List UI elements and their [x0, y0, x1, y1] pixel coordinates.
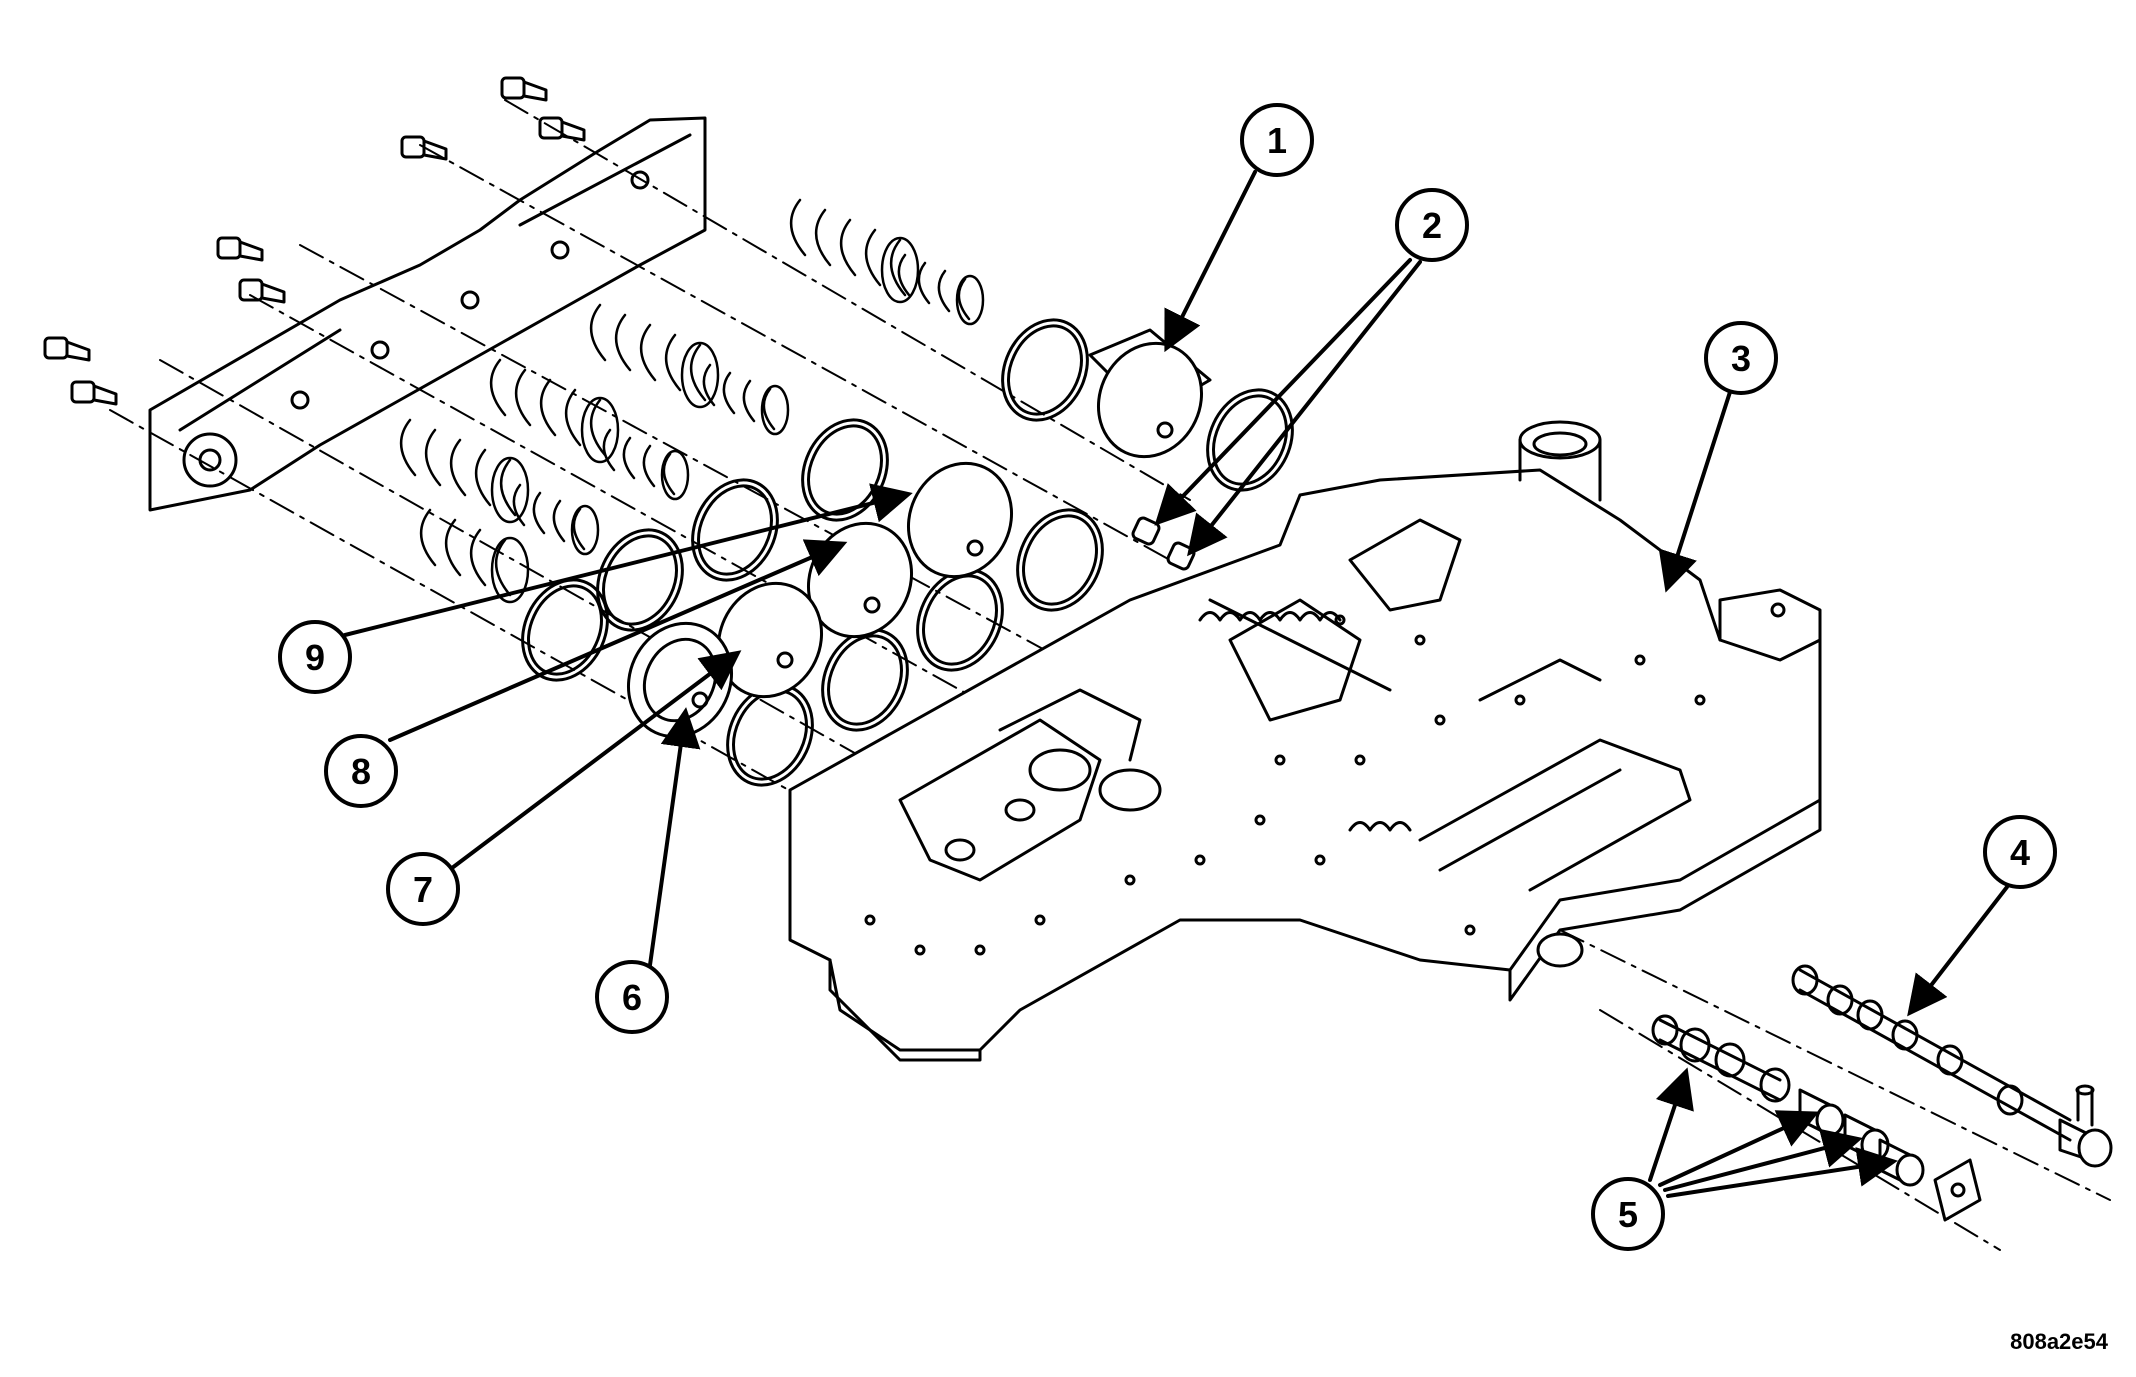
inner-spring — [897, 253, 985, 326]
callout-9-label: 9 — [305, 637, 325, 678]
bolt — [43, 336, 91, 362]
leader-2b — [1187, 260, 1422, 557]
leader-3 — [1658, 390, 1732, 593]
bolt — [70, 380, 118, 406]
bolts — [43, 76, 586, 406]
callout-7: 7 — [386, 852, 460, 926]
callout-3-label: 3 — [1731, 338, 1751, 379]
callout-5: 5 — [1591, 1177, 1665, 1251]
bolt — [216, 236, 264, 262]
leader-1 — [1164, 170, 1257, 353]
callouts: 1 2 3 4 5 6 7 8 — [278, 103, 2057, 1251]
callout-3: 3 — [1704, 321, 1778, 395]
manual-valve — [1791, 964, 2113, 1168]
callout-1: 1 — [1240, 103, 1314, 177]
small-plugs — [1131, 516, 1196, 571]
leader-7 — [450, 650, 742, 870]
seal-rings — [521, 318, 1294, 787]
plug — [1798, 1088, 1845, 1137]
outer-spring — [489, 358, 620, 464]
figure-id: 808a2e54 — [2010, 1329, 2108, 1354]
callout-9: 9 — [278, 620, 352, 694]
callout-6-label: 6 — [622, 977, 642, 1018]
leader-5d — [1666, 1147, 1898, 1198]
retainer-plate — [148, 116, 707, 512]
leader-5a — [1648, 1067, 1694, 1182]
leader-arrows — [343, 170, 2009, 1198]
callout-4: 4 — [1983, 815, 2057, 889]
plug — [1843, 1113, 1890, 1162]
callout-2-label: 2 — [1422, 205, 1442, 246]
bolt — [400, 135, 448, 161]
callout-2: 2 — [1395, 188, 1469, 262]
leader-4 — [1907, 885, 2009, 1017]
piston — [1088, 328, 1212, 459]
callout-8-label: 8 — [351, 751, 371, 792]
callout-4-label: 4 — [2010, 832, 2030, 873]
callout-5-label: 5 — [1618, 1194, 1638, 1235]
callout-7-label: 7 — [413, 869, 433, 910]
outer-spring — [789, 198, 920, 304]
inner-spring — [702, 363, 790, 436]
leader-5c — [1663, 1128, 1863, 1192]
callout-1-label: 1 — [1267, 120, 1287, 161]
leader-5b — [1658, 1110, 1820, 1187]
piston — [716, 581, 824, 699]
callout-8: 8 — [324, 734, 398, 808]
bolt — [500, 76, 548, 102]
callout-6: 6 — [595, 960, 669, 1034]
outer-spring — [399, 418, 530, 524]
inner-spring — [512, 483, 600, 556]
leader-6 — [648, 707, 701, 967]
valve-body — [788, 420, 1822, 1062]
piston — [906, 461, 1014, 579]
leader-9 — [343, 483, 913, 637]
retaining-clip — [1933, 1158, 1982, 1222]
inner-spring — [602, 428, 690, 501]
outer-spring — [419, 508, 530, 604]
springs — [399, 198, 985, 604]
leader-8 — [388, 539, 848, 742]
bolt — [538, 116, 586, 142]
leader-2a — [1154, 258, 1412, 526]
outer-spring — [589, 303, 720, 409]
bolt — [238, 278, 286, 304]
